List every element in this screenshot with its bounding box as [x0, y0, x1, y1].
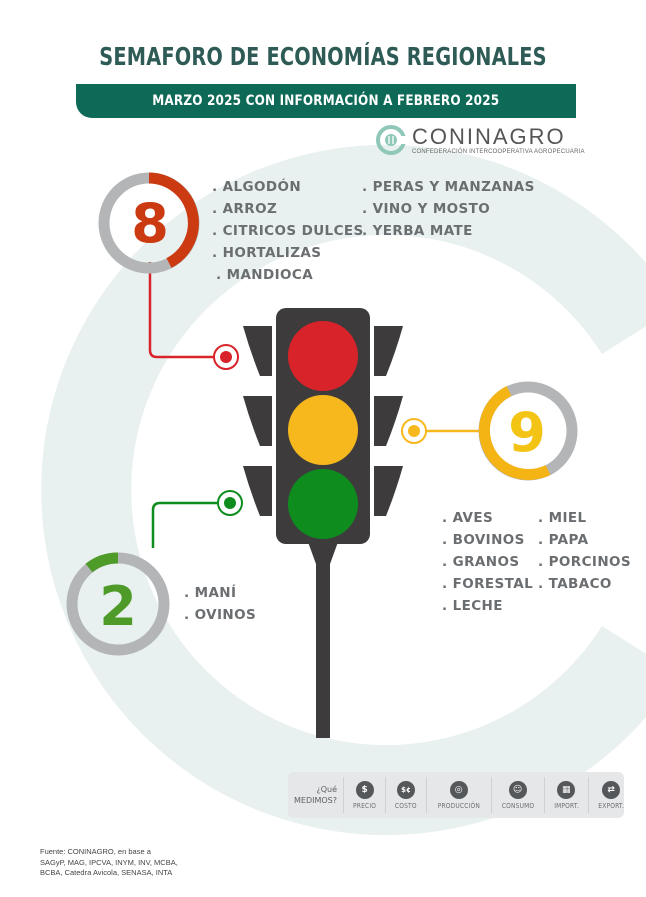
import-icon: ▦ [557, 780, 576, 799]
green-ring-icon [66, 552, 170, 656]
list-item: . GRANOS [442, 554, 520, 570]
green-light [288, 469, 358, 539]
list-item: . FORESTAL [442, 576, 534, 592]
red-count: 8 [131, 191, 169, 255]
yellow-list-col1: . AVES . BOVINOS . GRANOS . FORESTAL . L… [442, 507, 533, 617]
measure-precio: $ PRECIO [343, 777, 385, 813]
green-count-gauge: 2 [62, 548, 174, 656]
measure-produccion: ◎ PRODUCCIÓN [425, 777, 491, 813]
yellow-ring-icon [478, 381, 578, 481]
red-ring-icon [98, 172, 200, 274]
consumption-icon: ☺ [508, 780, 527, 799]
coninagro-logo: CONINAGRO Confederación Intercooperativa… [376, 125, 585, 155]
yellow-light [288, 395, 358, 465]
list-item: . TABACO [538, 576, 612, 592]
green-count: 2 [99, 574, 137, 638]
measure-costo: $¢ COSTO [385, 777, 426, 813]
export-icon: ⇄ [602, 780, 621, 799]
cost-icon: $¢ [396, 780, 415, 799]
logo-tagline: Confederación Intercooperativa Agropecua… [412, 148, 585, 155]
list-item: . ARROZ [212, 201, 278, 217]
list-item: . PERAS Y MANZANAS [362, 179, 535, 195]
list-item: . LECHE [442, 598, 503, 614]
red-list-col2: . PERAS Y MANZANAS . VINO Y MOSTO . YERB… [362, 176, 535, 242]
subtitle-band: MARZO 2025 CON INFORMACIÓN A FEBRERO 202… [76, 84, 576, 118]
list-item: . HORTALIZAS [212, 245, 322, 261]
yellow-count: 9 [508, 400, 546, 464]
list-item: . OVINOS [184, 607, 257, 623]
green-list: . MANÍ . OVINOS [184, 582, 256, 626]
list-item: . VINO Y MOSTO [362, 201, 491, 217]
list-item: . ALGODÓN [212, 179, 302, 195]
what-we-measure-label: ¿Qué MEDIMOS? [294, 785, 337, 805]
list-item: . AVES [442, 510, 494, 526]
subtitle-text: MARZO 2025 CON INFORMACIÓN A FEBRERO 202… [152, 93, 500, 109]
list-item: . PORCINOS [538, 554, 632, 570]
list-item: . PAPA [538, 532, 589, 548]
what-we-measure-bar: ¿Qué MEDIMOS? $ PRECIO $¢ COSTO ◎ PRODUC… [288, 772, 624, 818]
page-title: SEMAFORO DE ECONOMÍAS REGIONALES [99, 42, 547, 71]
list-item: . MANÍ [184, 585, 237, 601]
list-item: . MIEL [538, 510, 587, 526]
yellow-list-col2: . MIEL . PAPA . PORCINOS . TABACO [538, 507, 631, 595]
coninagro-logo-icon [376, 125, 406, 155]
list-item: . MANDIOCA [216, 267, 314, 283]
production-icon: ◎ [449, 780, 468, 799]
red-light [288, 321, 358, 391]
logo-name: CONINAGRO [412, 123, 566, 149]
yellow-count-gauge: 9 [476, 376, 584, 484]
measure-import: ▦ IMPORT. [543, 777, 588, 813]
price-icon: $ [355, 780, 374, 799]
red-list-col1: . ALGODÓN . ARROZ . CITRICOS DULCES . HO… [212, 176, 364, 286]
measure-consumo: ☺ CONSUMO [490, 777, 544, 813]
list-item: . YERBA MATE [362, 223, 473, 239]
list-item: . BOVINOS [442, 532, 525, 548]
traffic-light-icon [243, 308, 403, 738]
source-note: Fuente: CONINAGRO, en base a SAGyP, MAG,… [40, 847, 178, 877]
red-count-gauge: 8 [96, 172, 204, 274]
measure-export: ⇄ EXPORT. [587, 777, 633, 813]
list-item: . CITRICOS DULCES [212, 223, 364, 239]
